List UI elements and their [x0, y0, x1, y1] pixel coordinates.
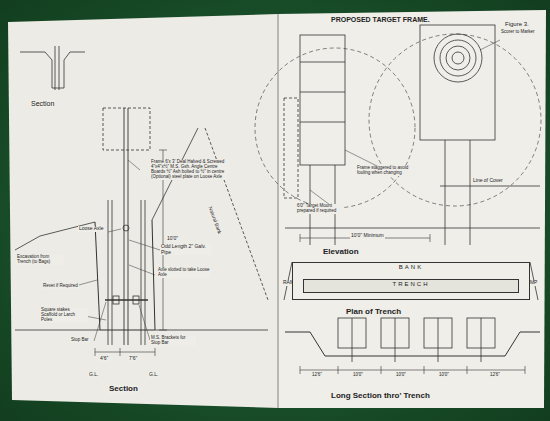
ground-line: [285, 228, 540, 229]
trench-walls: [95, 220, 155, 330]
label: Elevation: [322, 248, 360, 257]
line-of-cover: [440, 186, 540, 187]
small-post: [55, 46, 59, 90]
target-board: [420, 25, 495, 140]
label: G.L.: [148, 372, 159, 378]
label: 7'6": [128, 356, 138, 362]
title: PROPOSED TARGET FRAME.: [330, 16, 431, 24]
label: Loose Axle: [78, 226, 104, 232]
trench-profile: [285, 332, 540, 356]
label: G.L.: [88, 372, 99, 378]
label: M.S. Brackets for Stop Bar: [150, 336, 196, 346]
label: Frame 6'x 3' Deal Halved & Screwed 4"x4"…: [150, 160, 230, 180]
target-ring: [446, 46, 470, 70]
target-frame: [300, 35, 345, 165]
dim-line: [300, 234, 430, 242]
label: 12'6": [311, 373, 323, 378]
label: 10'0" Minimum: [350, 233, 385, 239]
label: 6'0" Target Mount prepared if required: [296, 204, 342, 214]
label: Axle slotted to take Loose Axle: [157, 268, 211, 278]
label: Excavation from Trench (to Bags): [16, 255, 64, 265]
label: Scorer to Marker: [500, 30, 540, 35]
label: Figure 3.: [504, 21, 530, 28]
label: Section: [30, 100, 55, 108]
staggered-frame: [284, 98, 298, 198]
label: 4'6": [99, 356, 109, 362]
node-text: TRENCH: [304, 280, 518, 288]
label: Long Section thro' Trench: [330, 392, 431, 401]
posts: [352, 318, 481, 362]
label: Plan of Trench: [345, 308, 402, 317]
left-page: [8, 14, 278, 408]
target-ring: [452, 52, 464, 64]
fold: [277, 14, 279, 408]
label: Frame staggered to avoid fouling when ch…: [356, 166, 416, 176]
label: 10'0": [166, 236, 179, 242]
width-dim: [95, 348, 155, 356]
bracket: [113, 296, 119, 304]
stop-bar: [105, 299, 148, 300]
ground-line: [15, 330, 268, 331]
posts: [445, 140, 470, 245]
label: Odd Length 2" Galv. Pipe: [160, 244, 212, 255]
bank-band: BANK TRENCH: [292, 262, 530, 300]
natural-bank: [205, 128, 268, 300]
label: 12'6": [489, 373, 501, 378]
right-page: [278, 10, 546, 408]
swing-circle: [369, 34, 541, 206]
frame-panels: [300, 62, 345, 122]
label: Square stakes Scaffold or Larch Poles: [40, 308, 88, 323]
stakes: [108, 200, 145, 345]
target-ring: [440, 40, 476, 76]
label: Revet if Required: [42, 284, 79, 289]
frame-outline: [103, 108, 150, 150]
trench-band: TRENCH: [303, 279, 519, 293]
label: 10'0": [395, 373, 407, 378]
label: 10'0": [352, 373, 364, 378]
ramp-edges: [284, 262, 538, 300]
label: 10'0": [438, 373, 450, 378]
galv-pipe: [124, 108, 128, 345]
plan-and-long-section: [284, 262, 540, 374]
bracket: [133, 296, 139, 304]
elevation: [255, 25, 541, 245]
left-section: [15, 46, 268, 356]
small-section: [20, 52, 85, 88]
label: Line of Cover: [472, 178, 504, 184]
target-ring: [434, 34, 482, 82]
label: Section: [108, 385, 139, 394]
label: Stop Bar: [70, 338, 90, 343]
axle: [123, 225, 129, 231]
node-text: BANK: [293, 263, 529, 271]
